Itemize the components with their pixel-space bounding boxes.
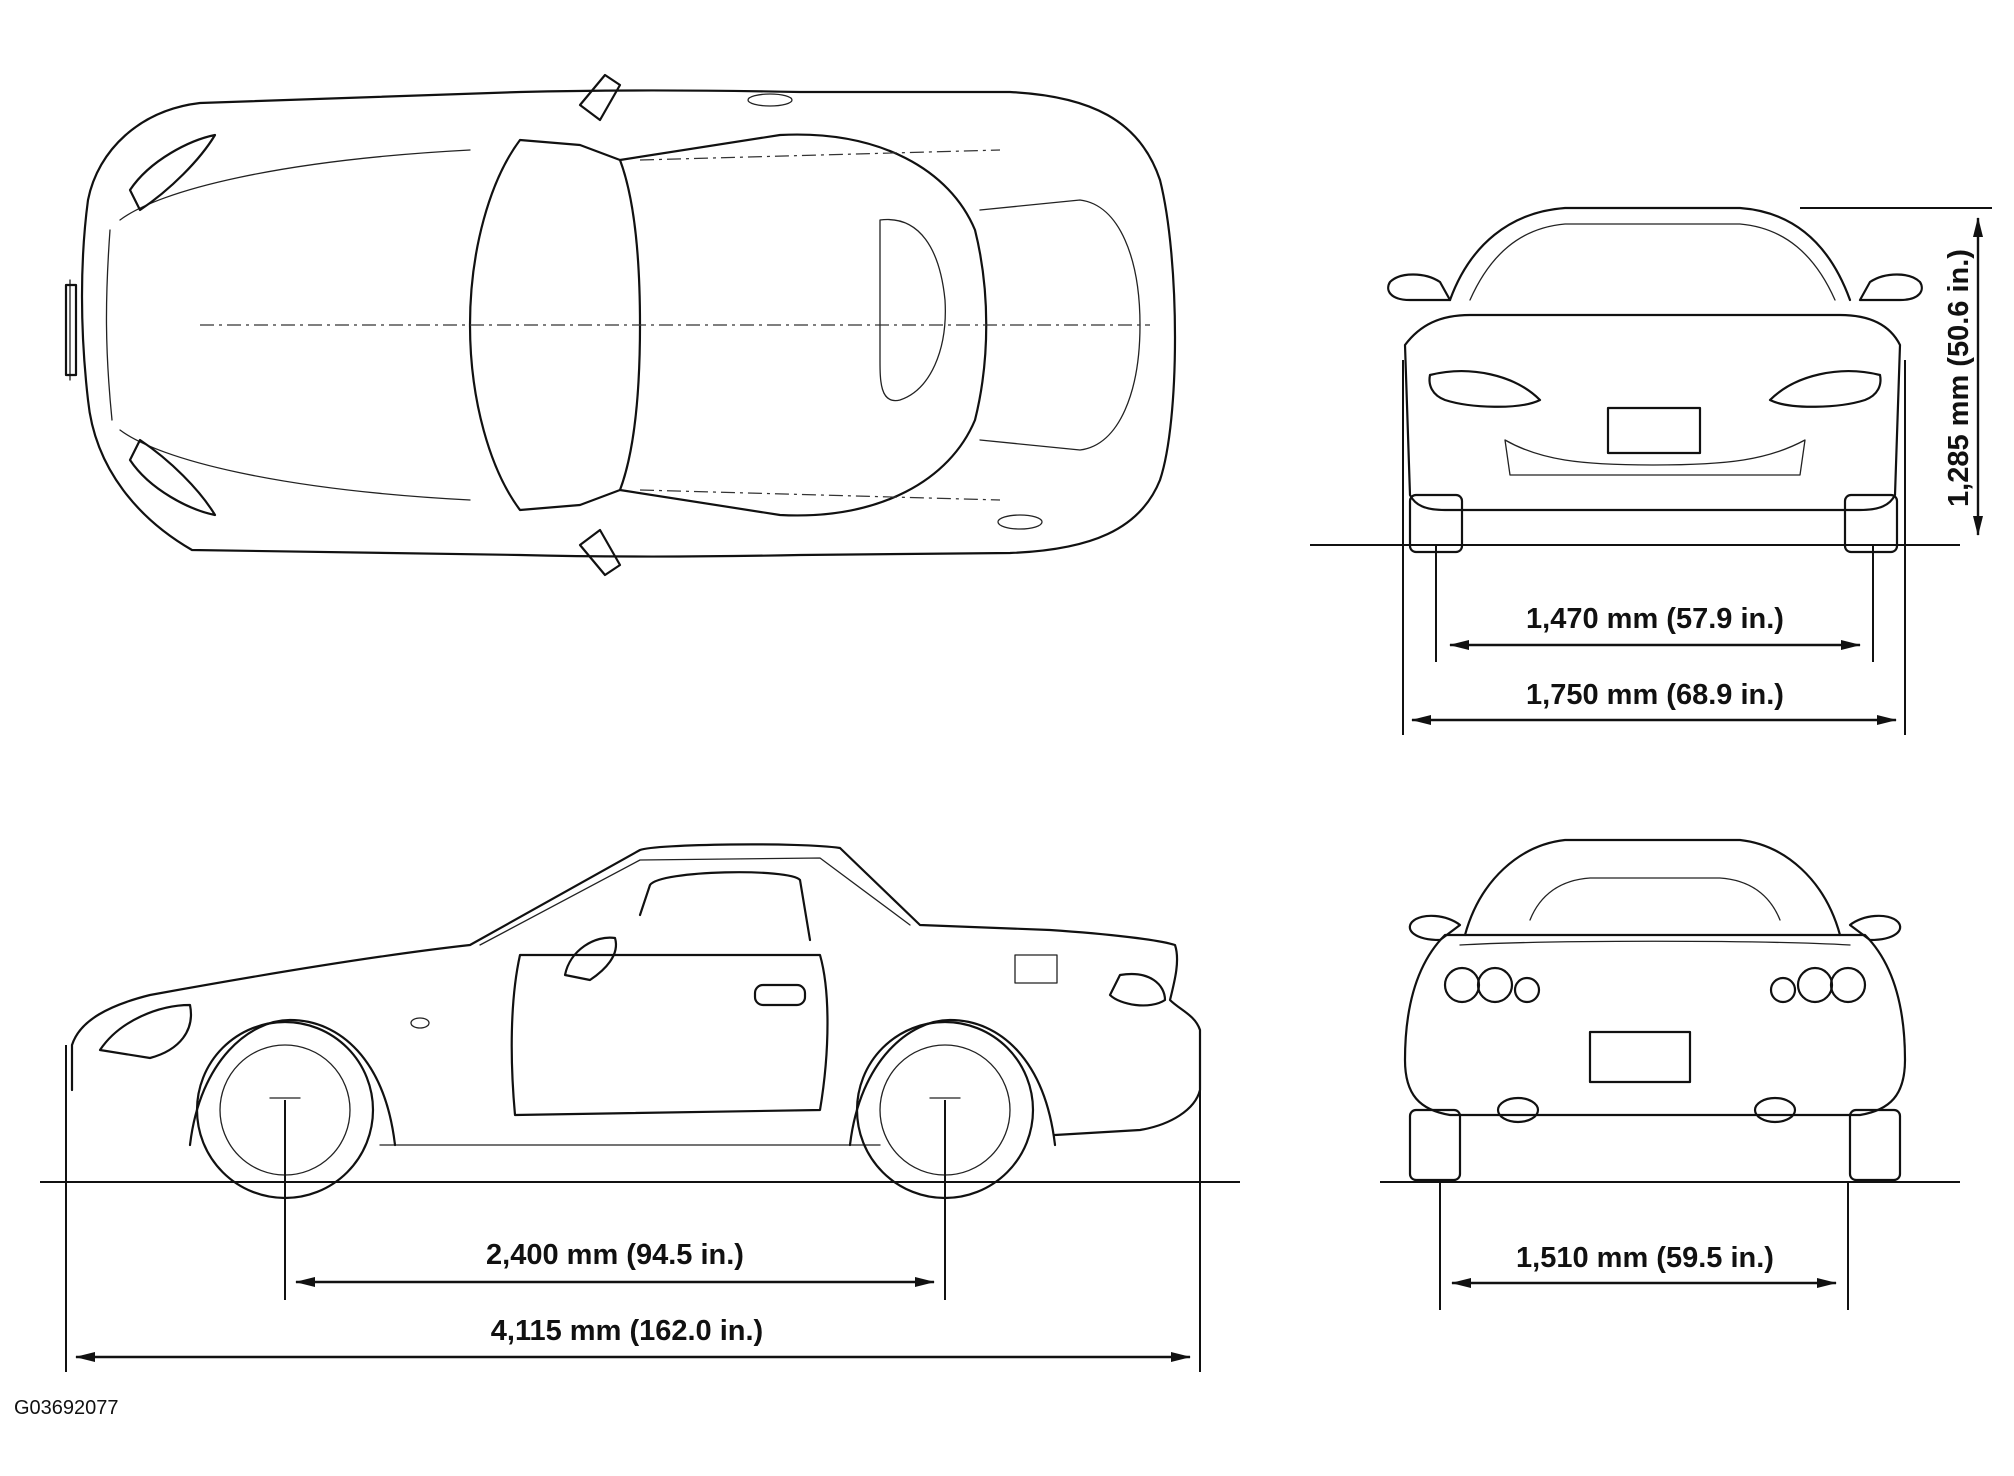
rear-track-dimension-label: 1,510 mm (59.5 in.) [1516,1242,1774,1274]
front-view-car [1387,206,1923,554]
figure-code: G03692077 [14,1397,119,1419]
extension-lines [65,207,1992,1372]
wheelbase-dimension-label: 2,400 mm (94.5 in.) [486,1239,744,1271]
top-view-car [64,73,1177,577]
overall-width-dimension-label: 1,750 mm (68.9 in.) [1526,679,1784,711]
height-dimension-label: 1,285 mm (50.6 in.) [1943,249,1975,507]
front-track-dimension-label: 1,470 mm (57.9 in.) [1526,603,1784,635]
side-view-car [70,843,1202,1200]
overall-length-dimension-label: 4,115 mm (162.0 in.) [491,1315,763,1347]
rear-view-car [1403,838,1907,1182]
